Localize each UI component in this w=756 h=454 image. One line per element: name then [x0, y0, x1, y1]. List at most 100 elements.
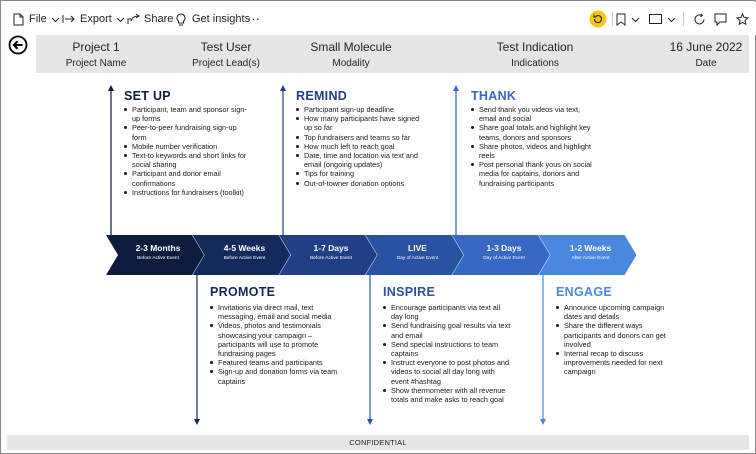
- chevron-down-icon: [631, 17, 640, 22]
- view-menu[interactable]: [647, 10, 677, 28]
- share-label: Share: [144, 13, 174, 25]
- phase-chevron: [106, 235, 204, 275]
- timeline-connectors: [108, 85, 546, 425]
- remind-list-item: Tips for training: [294, 169, 422, 178]
- more-options-button[interactable]: ···: [247, 10, 260, 26]
- export-label: Export: [80, 13, 112, 25]
- comment-button[interactable]: [711, 10, 729, 28]
- inspire-list-item: Send special instructions to team captai…: [381, 340, 511, 358]
- toolbar-separator: [683, 12, 684, 26]
- view-icon: [648, 14, 662, 24]
- phase-chevron: [365, 235, 464, 275]
- toolbar-separator: [612, 12, 613, 26]
- phase-timing: Before Active Event: [310, 256, 352, 261]
- setup-arrowhead: [108, 85, 114, 91]
- reset-icon: [589, 10, 607, 28]
- comment-icon: [714, 13, 726, 26]
- remind-list-item: Out-of-towner donation options: [294, 179, 422, 188]
- insights-label: Get insights: [192, 13, 251, 25]
- remind-list-item: How much left to reach goal: [294, 142, 422, 151]
- phase-chevron: [192, 235, 291, 275]
- inspire-arrowhead: [367, 419, 373, 425]
- export-icon: [62, 12, 76, 26]
- thank-list-item: Share goal totals and highlight key team…: [469, 123, 597, 142]
- file-menu[interactable]: File: [11, 11, 60, 27]
- phase-timing: Before Active Event: [223, 256, 266, 261]
- indication-value: Test Indication: [496, 40, 574, 54]
- phase-chevron: [279, 235, 377, 275]
- phase-timing: Day of Active Event: [396, 256, 439, 261]
- share-button[interactable]: Share: [126, 11, 173, 27]
- bookmark-icon: [616, 13, 626, 26]
- project-lead-label: Project Lead(s): [192, 58, 260, 69]
- modality-field: Small Molecule Modality: [291, 35, 411, 73]
- indication-label: Indications: [511, 58, 559, 69]
- file-label: File: [29, 13, 47, 25]
- remind-title: REMIND: [296, 89, 348, 103]
- project-header: Project 1 Project Name Test User Project…: [36, 35, 749, 73]
- project-name-label: Project Name: [65, 58, 127, 69]
- favorite-button[interactable]: [733, 10, 751, 28]
- remind-list-item: Date, time and location via text and ema…: [294, 151, 422, 169]
- bookmark-menu[interactable]: [616, 10, 640, 28]
- phase-chevron: [538, 235, 636, 275]
- chevron-down-icon: [51, 17, 60, 22]
- setup-list-item: Peer-to-peer fundraising sign-up form: [122, 123, 250, 142]
- promote-title: PROMOTE: [210, 285, 276, 299]
- export-menu[interactable]: Export: [62, 11, 125, 27]
- phase-chevrons: [106, 235, 636, 275]
- thank-title: THANK: [471, 89, 517, 103]
- lightbulb-icon: [174, 12, 188, 26]
- remind-arrowhead: [280, 85, 286, 91]
- setup-title: SET UP: [124, 89, 171, 103]
- setup-list-item: Participant, team and sponsor sign-up fo…: [122, 105, 250, 123]
- thank-list: Send thank you videos via text, email an…: [469, 105, 597, 188]
- thank-list-item: Post personal thank yous on social media…: [469, 160, 597, 188]
- thank-list-item: Share photos, videos and highlight reels: [469, 142, 597, 160]
- project-lead-value: Test User: [200, 40, 252, 54]
- modality-value: Small Molecule: [310, 40, 392, 54]
- promote-list-item: Featured teams and participants: [208, 358, 338, 367]
- inspire-list-item: Instruct everyone to post photos and vid…: [381, 358, 511, 386]
- date-field: 16 June 2022 Date: [651, 35, 756, 73]
- promote-list-item: Videos, photos and testimonials showcasi…: [208, 321, 338, 358]
- engage-list-item: Announce upcoming campaign dates and det…: [554, 303, 674, 321]
- promote-list: Invitations via direct mail, text messag…: [208, 303, 338, 386]
- promote-arrowhead: [194, 419, 200, 425]
- project-name-field: Project 1 Project Name: [36, 35, 156, 73]
- indication-field: Test Indication Indications: [470, 35, 600, 73]
- inspire-list-item: Encourage participants via text all day …: [381, 303, 511, 321]
- toolbar: File Export Share Get insights ···: [2, 2, 756, 35]
- setup-list-item: Mobile number verification: [122, 142, 250, 151]
- setup-list: Participant, team and sponsor sign-up fo…: [122, 105, 250, 197]
- setup-list-item: Text-to keywords and short links for soc…: [122, 151, 250, 169]
- engage-title: ENGAGE: [556, 285, 612, 299]
- reset-button[interactable]: [588, 10, 608, 28]
- phase-timing: Before Active Event: [137, 256, 179, 261]
- phase-timing: After Active Event: [571, 256, 610, 261]
- phase-duration: 1-2 Weeks: [569, 243, 612, 253]
- refresh-button[interactable]: [690, 10, 708, 28]
- date-label: Date: [695, 58, 717, 69]
- project-lead-field: Test User Project Lead(s): [166, 35, 286, 73]
- remind-list-item: Participant sign-up deadline: [294, 105, 422, 114]
- phase-timing: Day of Active Event: [483, 256, 525, 261]
- get-insights-button[interactable]: Get insights: [174, 11, 250, 27]
- engage-list: Announce upcoming campaign dates and det…: [554, 303, 674, 377]
- thank-list-item: Send thank you videos via text, email an…: [469, 105, 597, 123]
- phase-chevron: [452, 235, 550, 275]
- back-arrow-icon: [8, 35, 28, 55]
- engage-list-item: Internal recap to discuss improvements n…: [554, 349, 674, 377]
- back-button[interactable]: [8, 35, 28, 55]
- remind-list-item: How many participants have signed up so …: [294, 114, 422, 132]
- project-name-value: Project 1: [72, 40, 120, 54]
